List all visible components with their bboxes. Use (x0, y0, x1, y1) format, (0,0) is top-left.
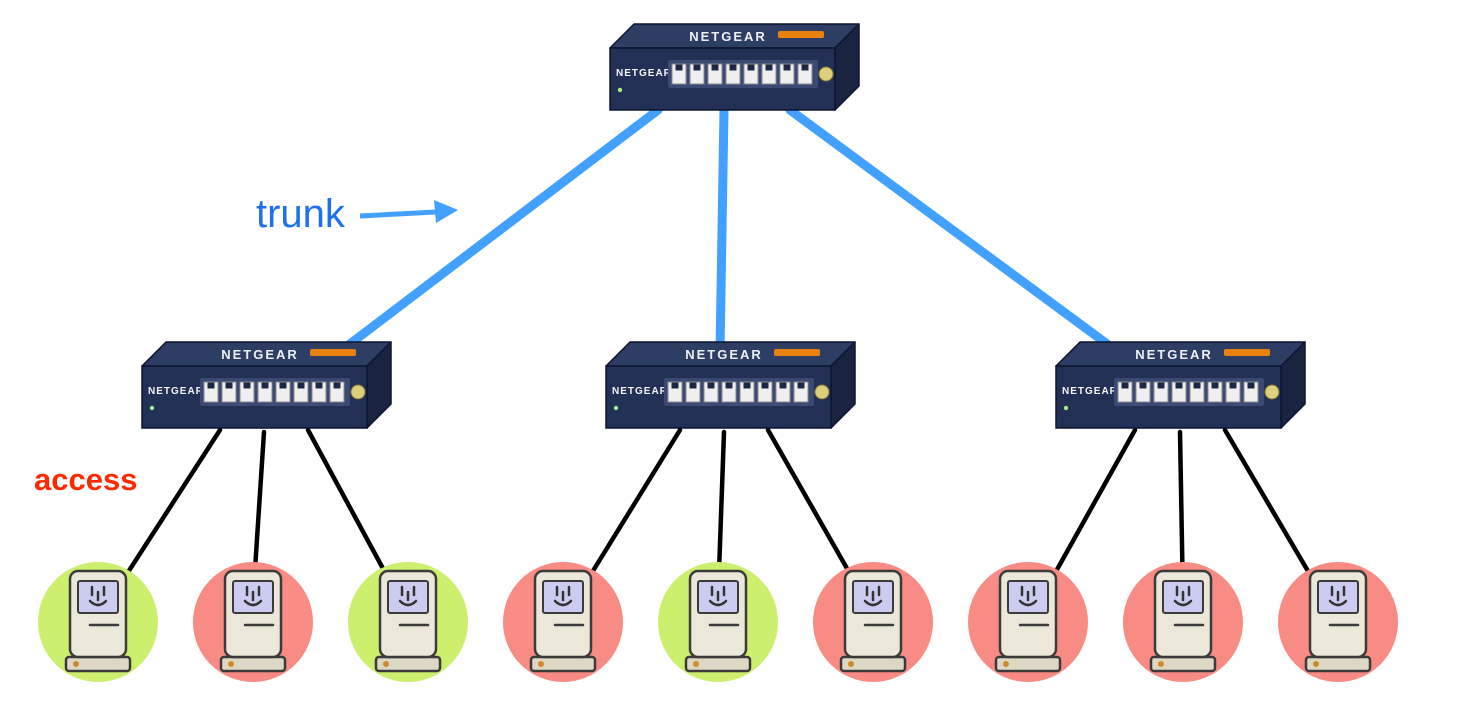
switch-access-middle (596, 336, 856, 436)
mac-computer-icon (1141, 564, 1225, 682)
switch-access-left (132, 336, 392, 436)
trunk-label: trunk (256, 192, 345, 236)
trunk-line-right (785, 105, 1123, 357)
mac-computer-icon (211, 564, 295, 682)
mac-computer-icon (56, 564, 140, 682)
mac-computer-icon (676, 564, 760, 682)
computer-2-vlan-red (193, 562, 313, 702)
computer-3-vlan-green (348, 562, 468, 702)
access-label: access (34, 462, 138, 497)
mac-computer-icon (1296, 564, 1380, 682)
trunk-line-middle (715, 105, 729, 357)
mac-computer-icon (986, 564, 1070, 682)
computer-4-vlan-red (503, 562, 623, 702)
switch-core (600, 18, 860, 118)
computer-1-vlan-green (38, 562, 158, 702)
computer-8-vlan-red (1123, 562, 1243, 702)
computer-5-vlan-green (658, 562, 778, 702)
trunk-line-left (337, 105, 663, 355)
computer-7-vlan-red (968, 562, 1088, 702)
computer-9-vlan-red (1278, 562, 1398, 702)
mac-computer-icon (831, 564, 915, 682)
trunk-arrow (359, 200, 458, 223)
mac-computer-icon (366, 564, 450, 682)
computer-6-vlan-red (813, 562, 933, 702)
switch-access-right (1046, 336, 1306, 436)
mac-computer-icon (521, 564, 605, 682)
